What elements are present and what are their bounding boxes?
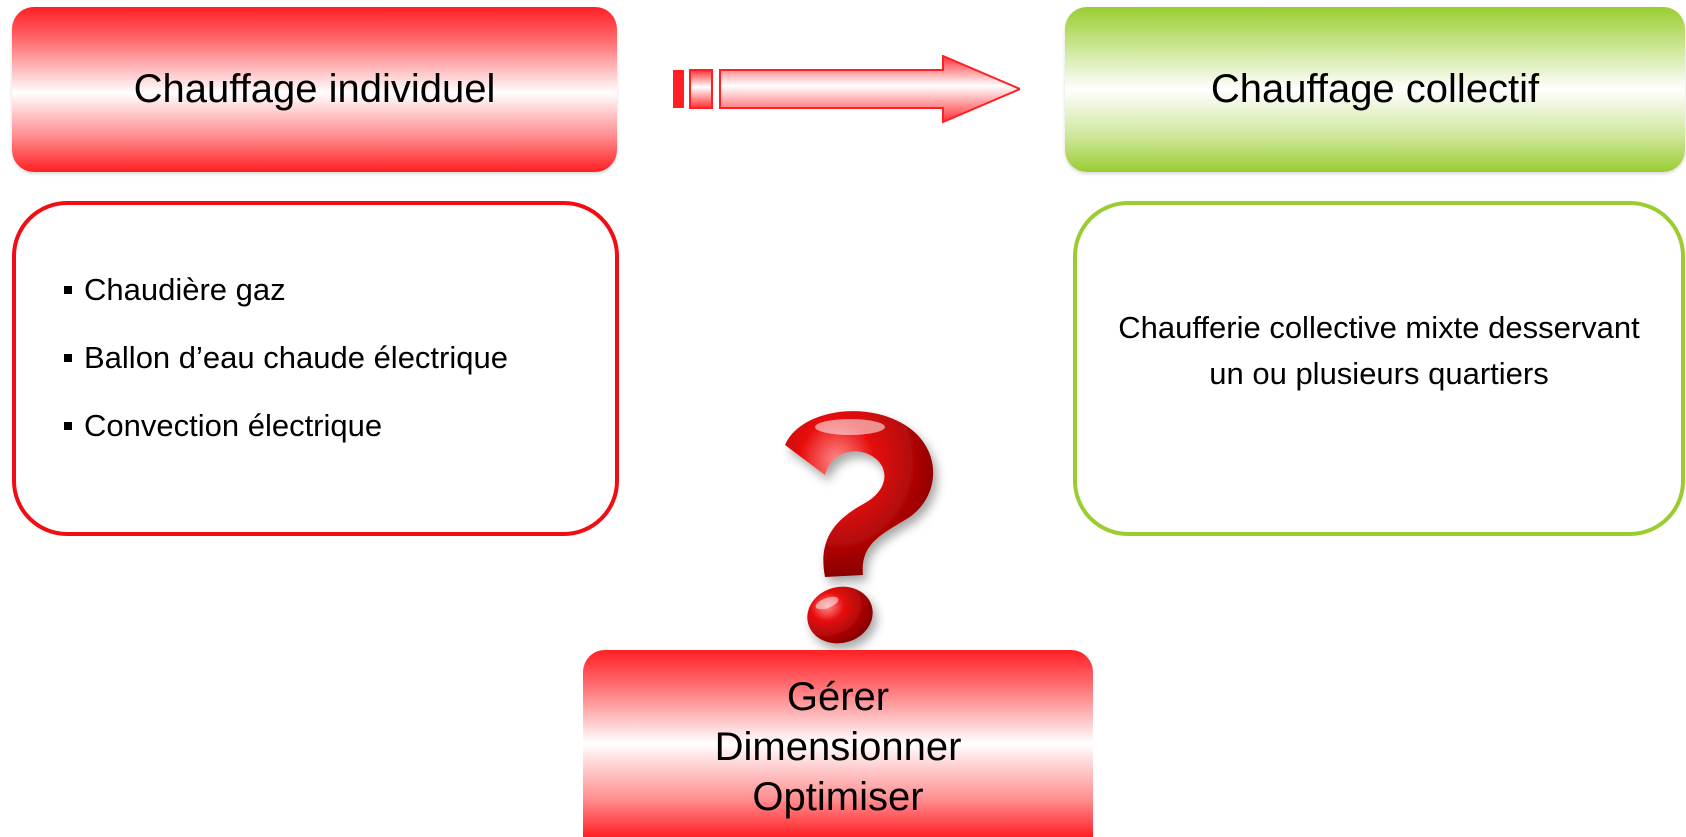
individual-heating-header: Chauffage individuel <box>12 7 617 172</box>
list-item: Chaudière gaz <box>64 273 508 306</box>
collective-heating-description: Chaufferie collective mixte desservant u… <box>1118 310 1640 391</box>
goal-size: Dimensionner <box>714 724 962 769</box>
individual-heating-list: Chaudière gaz Ballon d’eau chaude électr… <box>64 273 508 477</box>
list-item: Ballon d’eau chaude électrique <box>64 341 508 374</box>
collective-heating-title: Chauffage collectif <box>1210 67 1540 111</box>
individual-heating-box: Chaudière gaz Ballon d’eau chaude électr… <box>12 201 619 536</box>
right-arrow-icon <box>673 55 1020 124</box>
goals-box: Gérer Dimensionner Optimiser <box>583 650 1093 837</box>
bullet-icon <box>64 285 72 294</box>
question-mark-icon <box>785 411 934 644</box>
goal-manage: Gérer <box>786 674 890 719</box>
individual-heating-title: Chauffage individuel <box>133 67 496 111</box>
goal-optimize: Optimiser <box>752 774 924 819</box>
collective-heating-header: Chauffage collectif <box>1065 7 1685 172</box>
bullet-icon <box>64 353 72 362</box>
list-item: Convection électrique <box>64 409 508 442</box>
bullet-icon <box>64 421 72 430</box>
collective-heating-box: Chaufferie collective mixte desservant u… <box>1073 201 1685 536</box>
